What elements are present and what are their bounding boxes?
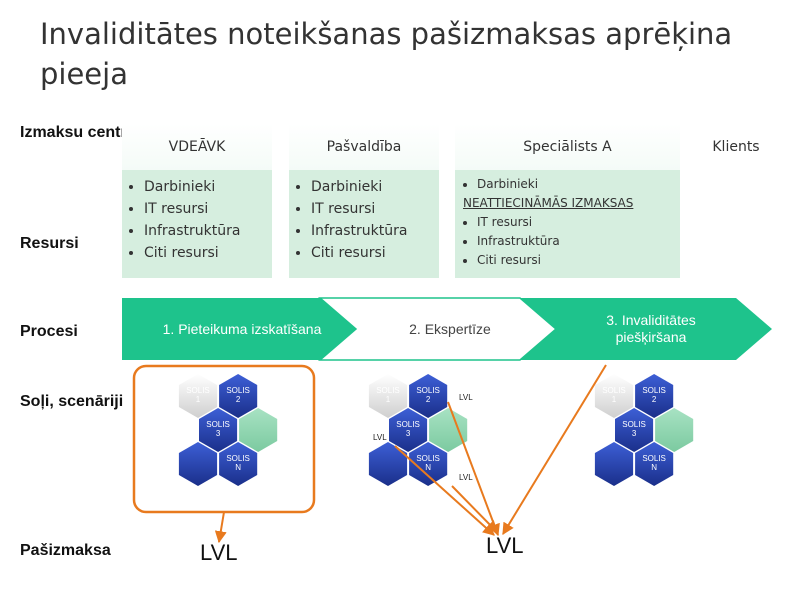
lvl-small-label: LVL <box>459 393 473 402</box>
resource-item: Darbinieki <box>477 175 680 194</box>
step-hexagon <box>178 374 218 418</box>
column-header-pasvaldiba: Pašvaldība <box>289 124 439 170</box>
lvl-small-label: LVL <box>373 433 387 442</box>
step-hexagon <box>199 408 238 452</box>
step-hexagon <box>635 442 674 486</box>
flow-arrow <box>214 511 227 544</box>
process-label-1: 1. Pieteikuma izskatīšana <box>163 321 322 337</box>
resource-box-vdeavk: Darbinieki IT resursi Infrastruktūra Cit… <box>122 170 272 278</box>
page-title: Invaliditātes noteikšanas pašizmaksas ap… <box>40 17 733 91</box>
empty-hexagon <box>368 442 408 486</box>
lvl-label-left: LVL <box>200 540 238 565</box>
column-header-specialists: Speciālists A <box>455 124 680 170</box>
resource-item: Citi resursi <box>144 242 272 264</box>
resource-item: Darbinieki <box>144 176 272 198</box>
step-hexagon <box>219 442 258 486</box>
resource-box-pasvaldiba: Darbinieki IT resursi Infrastruktūra Cit… <box>289 170 439 278</box>
resource-item: Citi resursi <box>477 251 680 270</box>
resource-item: Infrastruktūra <box>477 232 680 251</box>
flow-arrow <box>502 364 607 536</box>
highlight-box <box>132 364 316 514</box>
row-label-cost: Pašizmaksa <box>20 542 111 559</box>
lvl-small-label: LVL <box>459 473 473 482</box>
empty-hexagon <box>594 442 634 486</box>
row-label-cost-centers: Izmaksu centri <box>20 124 132 141</box>
process-label-2: 2. Ekspertīze <box>409 321 491 337</box>
resource-item: Citi resursi <box>311 242 439 264</box>
flow-arrow <box>447 401 500 537</box>
step-hexagon <box>219 374 258 418</box>
row-label-processes: Procesi <box>20 323 78 340</box>
step-hexagon <box>409 442 448 486</box>
flow-arrow <box>451 485 498 533</box>
column-header-klients: Klients <box>712 139 760 155</box>
empty-hexagon <box>178 442 218 486</box>
step-hexagon <box>389 408 428 452</box>
row-label-steps: Soļi, scenāriji <box>20 393 124 410</box>
resource-item: IT resursi <box>311 198 439 220</box>
step-hexagon <box>594 374 634 418</box>
non-attributable-costs-note: NEATTIECINĀMĀS IZMAKSAS <box>463 196 634 210</box>
empty-hexagon <box>655 408 694 452</box>
empty-hexagon <box>429 408 468 452</box>
empty-hexagon <box>239 408 278 452</box>
resource-item: Infrastruktūra <box>311 220 439 242</box>
row-label-resources: Resursi <box>20 235 79 252</box>
step-hexagon <box>409 374 448 418</box>
flow-arrow <box>394 445 495 536</box>
resource-item: IT resursi <box>477 213 680 232</box>
process-arrow-3 <box>520 298 772 360</box>
resource-box-specialists: Darbinieki NEATTIECINĀMĀS IZMAKSAS IT re… <box>455 170 680 278</box>
process-arrow-1 <box>122 298 356 360</box>
step-hexagon <box>368 374 408 418</box>
lvl-label-right: LVL <box>486 533 524 558</box>
column-header-vdeavk: VDEĀVK <box>122 124 272 170</box>
resource-item: Infrastruktūra <box>144 220 272 242</box>
step-hexagon <box>635 374 674 418</box>
resource-item: Darbinieki <box>311 176 439 198</box>
step-hexagon <box>615 408 654 452</box>
resource-item: IT resursi <box>144 198 272 220</box>
